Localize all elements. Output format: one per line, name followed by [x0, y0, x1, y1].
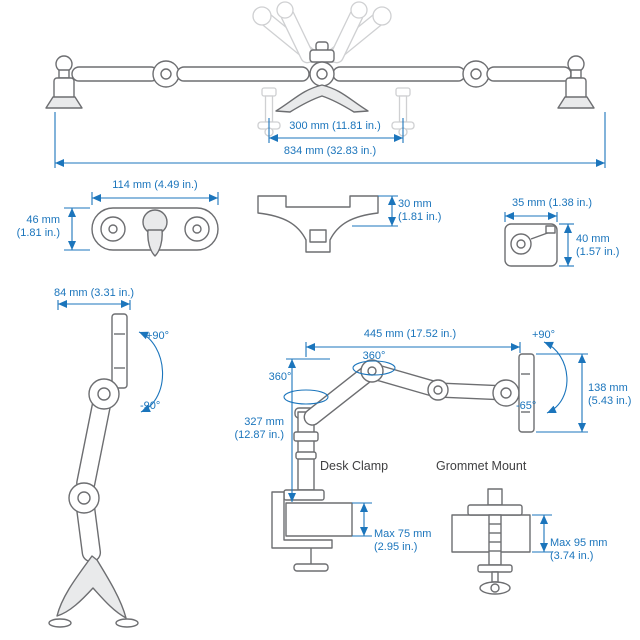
- max-95-line1: Max 95 mm: [550, 537, 608, 549]
- dim-84-label: 84 mm (3.31 in.): [53, 287, 135, 299]
- dim-30-line2: (1.81 in.): [398, 211, 442, 223]
- dim-40-label: 40 mm (1.57 in.): [576, 233, 638, 259]
- tilt-up-right-label: +90°: [532, 329, 556, 341]
- front-view-ghost-parts: [252, 1, 415, 137]
- swivel-mid-label: 360°: [362, 350, 386, 362]
- extended-side-view-dimension-lines: [283, 341, 588, 553]
- folded-side-view-drawing: [48, 313, 139, 628]
- dim-46-line2: (1.81 in.): [16, 227, 60, 239]
- folded-side-view-dimension-lines: [57, 300, 164, 413]
- bracket-view-drawing: [257, 195, 379, 253]
- dim-138-line2: (5.43 in.): [588, 395, 632, 407]
- tilt-down-right-label: -65°: [516, 400, 537, 412]
- dim-40-line2: (1.57 in.): [576, 246, 620, 258]
- dim-46-line1: 46 mm: [26, 214, 60, 226]
- front-view-dimension-lines: [54, 112, 606, 168]
- grommet-mount-label: Grommet Mount: [436, 459, 527, 473]
- dim-46-label: 46 mm (1.81 in.): [2, 214, 60, 240]
- dim-30-label: 30 mm (1.81 in.): [398, 198, 468, 224]
- dim-30-line1: 30 mm: [398, 198, 432, 210]
- head-top-view-drawing: [91, 207, 219, 257]
- tilt-up-left-label: +90°: [146, 330, 170, 342]
- max-75-line1: Max 75 mm: [374, 528, 432, 540]
- max-95-line2: (3.74 in.): [550, 550, 594, 562]
- clamp-head-view-dimension-lines: [504, 212, 574, 267]
- dim-327-line2: (12.87 in.): [234, 429, 284, 441]
- max-75-label: Max 75 mm (2.95 in.): [374, 528, 454, 554]
- max-75-line2: (2.95 in.): [374, 541, 418, 553]
- dim-35-label: 35 mm (1.38 in.): [511, 197, 593, 209]
- dim-834-label: 834 mm (32.83 in.): [283, 145, 377, 157]
- dim-114-label: 114 mm (4.49 in.): [112, 179, 198, 191]
- swivel-base-label: 360°: [268, 371, 292, 383]
- desk-clamp-label: Desk Clamp: [320, 459, 389, 473]
- dim-40-line1: 40 mm: [576, 233, 610, 245]
- dim-138-label: 138 mm (5.43 in.): [588, 382, 638, 408]
- max-95-label: Max 95 mm (3.74 in.): [550, 537, 630, 563]
- clamp-head-view-drawing: [504, 223, 558, 267]
- dim-300-label: 300 mm (11.81 in.): [289, 120, 381, 132]
- front-view-arm-drawing: [45, 41, 595, 113]
- tilt-down-left-label: -90°: [140, 400, 161, 412]
- dim-445-label: 445 mm (17.52 in.): [363, 328, 457, 340]
- extended-side-view-drawing: [271, 353, 535, 595]
- head-top-view-dimension-lines: [64, 192, 219, 251]
- dim-327-line1: 327 mm: [244, 416, 284, 428]
- bracket-view-dimension-lines: [352, 195, 398, 227]
- dim-138-line1: 138 mm: [588, 382, 628, 394]
- dim-327-label: 327 mm (12.87 in.): [218, 416, 284, 442]
